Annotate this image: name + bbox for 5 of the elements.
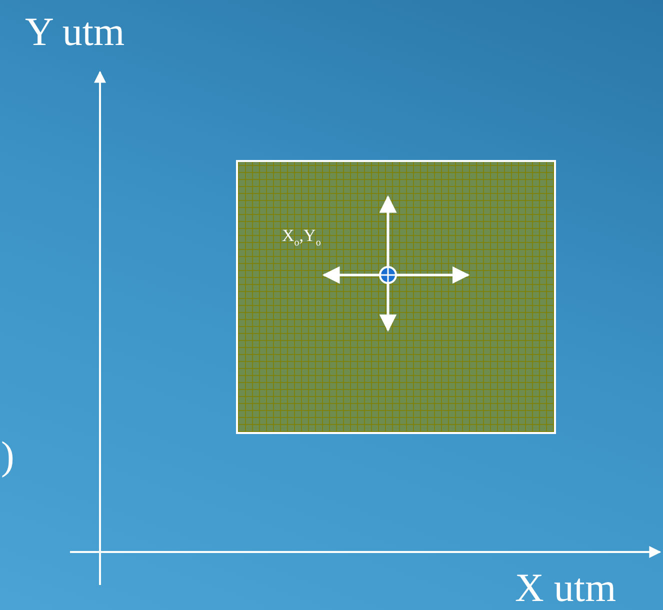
grid-square (236, 160, 556, 434)
axis-label: Y utm (25, 12, 125, 52)
origin-label: X$_{o}$,Y$_{o}$ (282, 226, 321, 248)
axis-label: X utm (515, 568, 616, 608)
text-fragment: ) (1, 436, 14, 476)
